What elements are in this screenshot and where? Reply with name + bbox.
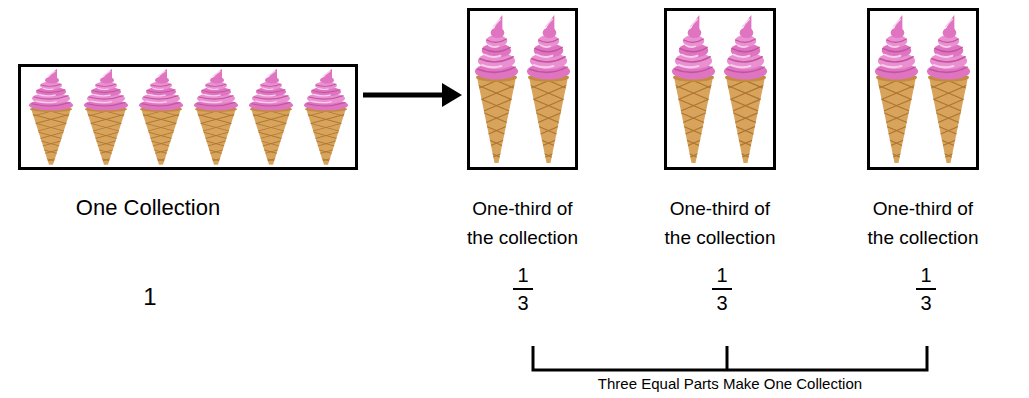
fraction-denominator: 3 xyxy=(517,292,528,315)
bracket-caption: Three Equal Parts Make One Collection xyxy=(598,375,862,392)
whole-number: 1 xyxy=(143,283,156,311)
bracket xyxy=(533,346,927,370)
box-outline xyxy=(18,64,358,170)
third-box: One-third of the collection xyxy=(867,8,979,252)
box-outline xyxy=(664,8,776,170)
fraction-numerator: 1 xyxy=(920,264,931,287)
cone-group-whole xyxy=(26,69,351,167)
collection-box: One Collection xyxy=(18,64,358,222)
fraction-numerator: 1 xyxy=(517,264,528,287)
arrow-connector xyxy=(363,83,462,107)
fraction-denominator: 3 xyxy=(716,292,727,315)
third-box: One-third of the collection xyxy=(664,8,776,252)
fraction-numerator: 1 xyxy=(716,264,727,287)
fraction-bars xyxy=(513,288,936,290)
box-caption: One Collection xyxy=(28,194,268,222)
third-box: One-third of the collection xyxy=(467,8,578,252)
box-caption: One-third of the collection xyxy=(460,194,585,252)
box-caption: One-third of the collection xyxy=(861,194,986,252)
cone-group-third xyxy=(472,15,973,166)
box-outline xyxy=(467,8,578,170)
box-caption: One-third of the collection xyxy=(658,194,783,252)
box-outline xyxy=(867,8,979,170)
fraction-denominator: 3 xyxy=(920,292,931,315)
